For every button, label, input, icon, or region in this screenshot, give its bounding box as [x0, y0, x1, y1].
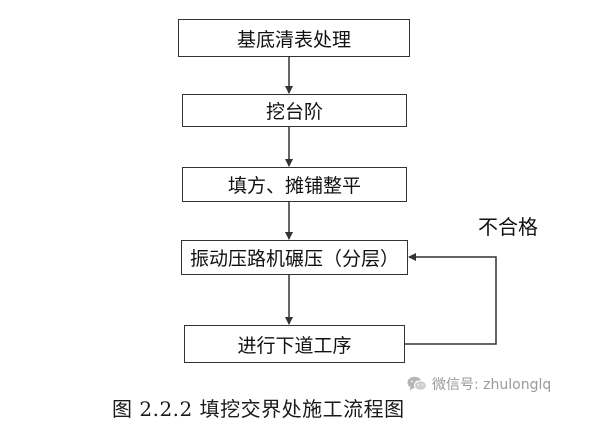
figure-caption: 图 2.2.2 填挖交界处施工流程图: [112, 397, 405, 421]
step-box-clear-base: 基底清表处理: [178, 19, 410, 57]
step-box-next-process: 进行下道工序: [184, 325, 405, 363]
step-box-excavate-steps: 挖台阶: [182, 94, 407, 127]
watermark-text: 微信号: zhulonglq: [432, 377, 552, 393]
reject-label: 不合格: [478, 215, 538, 239]
step-label: 挖台阶: [265, 101, 323, 123]
watermark: 微信号: zhulonglq: [406, 374, 551, 394]
step-label: 振动压路机碾压（分层）: [189, 248, 399, 270]
step-box-roller-compaction: 振动压路机碾压（分层）: [181, 240, 408, 275]
step-label: 基底清表处理: [236, 28, 351, 51]
wechat-icon: [407, 376, 427, 391]
step-label: 填方、摊铺整平: [227, 175, 361, 197]
step-box-fill-level: 填方、摊铺整平: [182, 167, 407, 202]
feedback-loop-arrow: [405, 253, 497, 345]
step-label: 进行下道工序: [237, 334, 352, 357]
